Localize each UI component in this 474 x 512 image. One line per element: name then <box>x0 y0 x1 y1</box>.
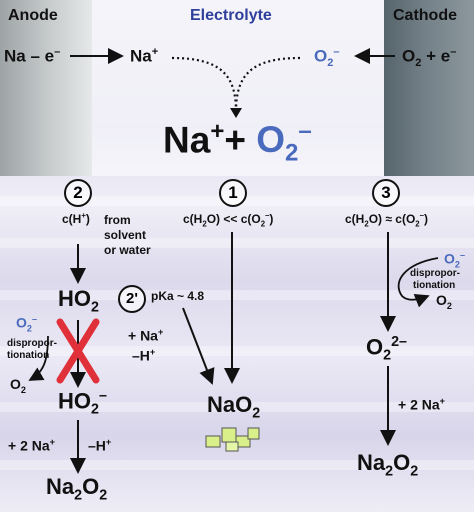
anode-product: Na+ <box>130 46 159 66</box>
path-1-condition: c(H2O) << c(O2–) <box>183 211 274 229</box>
anode-reaction: Na – e– <box>4 46 61 66</box>
cathode-label: Cathode <box>393 7 457 24</box>
path-2-product: Na2O2 <box>46 474 108 504</box>
path-2p-minus-h: –H+ <box>132 347 156 364</box>
dotted-arrowhead <box>230 108 242 118</box>
path-2-add-na: + 2 Na+ <box>8 437 55 454</box>
path-2-condition: c(H+) <box>62 211 90 226</box>
path-2-minus-h: –H+ <box>88 437 112 454</box>
path-2-oxygen: O2 <box>10 376 26 395</box>
path-2-superoxide: O2– <box>16 314 38 334</box>
anode-electrode <box>0 0 92 176</box>
path-2-dispro-1: dispropor- <box>7 338 57 349</box>
hydroperoxyl-ho2: HO2 <box>58 286 99 316</box>
electrolyte-label: Electrolyte <box>190 7 272 24</box>
path-1-badge: 1 <box>219 179 247 207</box>
electrolyte-region <box>92 0 384 176</box>
path-2-water: or water <box>104 243 151 257</box>
dotted-arrow-right <box>234 56 301 113</box>
path-3-superoxide: O2– <box>444 250 466 270</box>
cathode-product: O2– <box>314 46 340 70</box>
dotted-arrow-left <box>171 56 238 113</box>
path-3-condition: c(H2O) ≈ c(O2–) <box>345 211 428 229</box>
anode-label: Anode <box>8 7 58 24</box>
path-3-oxygen: O2 <box>436 292 452 311</box>
cathode-electrode <box>384 0 474 176</box>
cathode-reaction: O2 + e– <box>402 46 457 70</box>
path-2-badge: 2 <box>64 179 92 207</box>
arrow-2p-to-nao2 <box>182 307 215 385</box>
path-3-dispro-2: tionation <box>413 280 456 291</box>
arrow-dispro-2 <box>28 335 49 381</box>
path-3-add-na: + 2 Na+ <box>398 396 445 413</box>
path-2-solvent: solvent <box>104 228 147 242</box>
cross-mark <box>56 318 100 384</box>
sodium-superoxide-nao2: NaO2 <box>207 392 261 422</box>
path-3-badge: 3 <box>372 179 400 207</box>
path-2p-pka: pKa ~ 4.8 <box>151 289 205 303</box>
path-3-dispro-1: dispropor- <box>410 268 460 279</box>
path-2-from: from <box>104 213 131 227</box>
path-2p-add-na: + Na+ <box>128 327 164 344</box>
peroxide-o2-2minus: O22– <box>366 334 407 364</box>
path-3-product: Na2O2 <box>357 450 419 480</box>
path-2-dispro-2: tionation <box>7 350 50 361</box>
hydroperoxide-ho2minus: HO2– <box>58 388 107 418</box>
path-2p-badge: 2' <box>118 285 146 313</box>
central-ions: Na++ O2– <box>163 118 312 167</box>
arrow-dispro-3 <box>397 257 439 308</box>
crystal-icon <box>205 427 260 452</box>
